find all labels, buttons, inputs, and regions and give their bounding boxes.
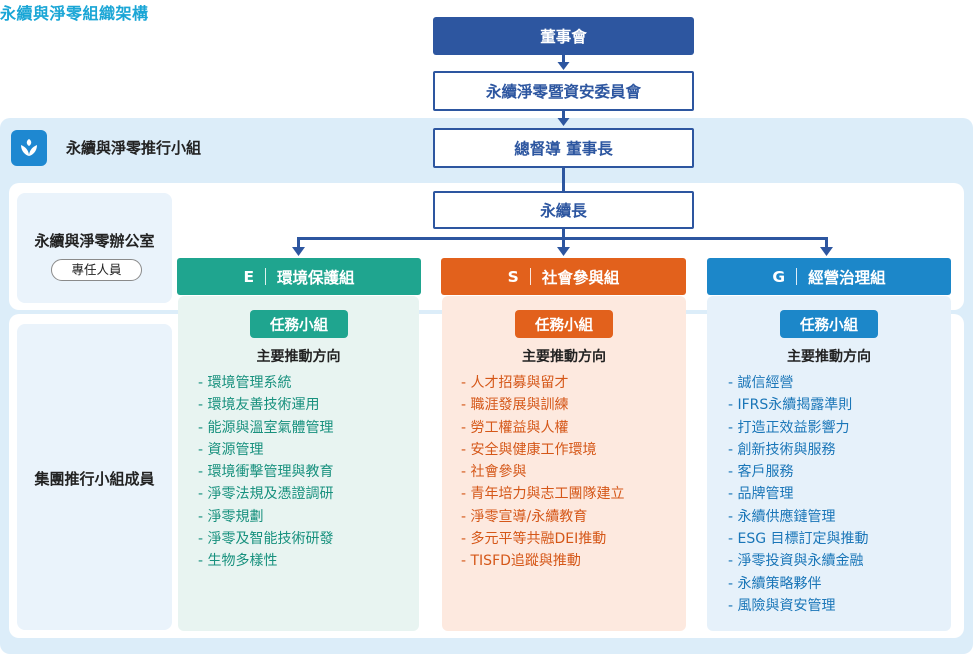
list-item: - 淨零法規及憑證調研 — [198, 486, 334, 503]
board-box: 董事會 — [433, 17, 694, 55]
list-item: - 風險與資安管理 — [728, 597, 836, 614]
group-e-letter: E — [243, 267, 255, 286]
group-g-items: - 誠信經營 - IFRS永續揭露準則 - 打造正效益影響力 - 創新技術與服務… — [728, 372, 869, 617]
list-item: - 環境友善技術運用 — [198, 397, 320, 414]
connector-to-e — [297, 237, 300, 249]
task-force-title: 永續與淨零推行小組 — [66, 139, 202, 157]
members-label: 集團推行小組成員 — [34, 470, 155, 488]
office-side-box — [17, 193, 172, 303]
group-g-direction: 主要推動方向 — [787, 349, 871, 365]
arrow-to-committee — [557, 62, 570, 70]
group-g-letter: G — [772, 267, 786, 286]
group-e-background — [178, 296, 419, 631]
office-label: 永續與淨零辦公室 — [34, 232, 155, 250]
cso-box: 永續長 — [433, 191, 694, 229]
list-item: - 多元平等共融DEI推動 — [461, 531, 607, 548]
group-s-letter: S — [507, 267, 519, 286]
list-item: - 淨零宣導/永續教育 — [461, 508, 588, 525]
list-item: - 淨零規劃 — [198, 508, 264, 525]
list-item: - 安全與健康工作環境 — [461, 441, 597, 458]
group-s-header: S 社會參與組 — [441, 258, 686, 295]
list-item: - 創新技術與服務 — [728, 441, 836, 458]
connector-to-g — [825, 237, 828, 249]
group-e-task-pill: 任務小組 — [250, 310, 348, 338]
group-s-items: - 人才招募與留才 - 職涯發展與訓練 - 勞工權益與人權 - 安全與健康工作環… — [461, 372, 625, 573]
supervisor-box: 總督導 董事長 — [433, 128, 694, 168]
group-s-direction: 主要推動方向 — [522, 349, 606, 365]
list-item: - IFRS永續揭露準則 — [728, 397, 853, 414]
list-item: - 誠信經營 — [728, 375, 794, 391]
group-g-task-pill: 任務小組 — [780, 310, 878, 338]
arrow-to-s — [557, 247, 570, 256]
group-g-name: 經營治理組 — [808, 268, 886, 287]
header-divider — [529, 268, 531, 285]
list-item: - ESG 目標訂定與推動 — [728, 531, 869, 548]
staff-pill: 專任人員 — [51, 259, 142, 281]
list-item: - 淨零投資與永續金融 — [728, 553, 864, 570]
group-s-background — [442, 296, 686, 631]
connector-supervisor-cso — [562, 168, 565, 191]
connector-board-committee — [562, 55, 565, 64]
list-item: - 社會參與 — [461, 464, 527, 481]
list-item: - 環境管理系統 — [198, 375, 292, 391]
list-item: - 職涯發展與訓練 — [461, 397, 569, 414]
list-item: - 客戶服務 — [728, 464, 794, 481]
members-side-box — [17, 324, 172, 630]
page-title: 永續與淨零組織架構 — [0, 4, 149, 23]
arrow-to-g — [820, 247, 833, 256]
list-item: - 資源管理 — [198, 441, 264, 458]
connector-committee-supervisor — [562, 111, 565, 120]
list-item: - 淨零及智能技術研發 — [198, 531, 334, 548]
group-g-header: G 經營治理組 — [707, 258, 951, 295]
list-item: - 永續供應鏈管理 — [728, 508, 836, 525]
list-item: - 品牌管理 — [728, 486, 794, 503]
list-item: - 青年培力與志工團隊建立 — [461, 486, 625, 503]
committee-box: 永續淨零暨資安委員會 — [433, 71, 694, 111]
header-divider — [265, 268, 267, 285]
group-s-task-pill: 任務小組 — [515, 310, 613, 338]
header-divider — [796, 268, 798, 285]
group-e-header: E 環境保護組 — [177, 258, 421, 295]
arrow-to-e — [292, 247, 305, 256]
list-item: - 永續策略夥伴 — [728, 575, 822, 592]
group-e-name: 環境保護組 — [277, 268, 355, 287]
list-item: - 勞工權益與人權 — [461, 419, 569, 436]
list-item: - 人才招募與留才 — [461, 375, 569, 391]
list-item: - 生物多樣性 — [198, 553, 278, 570]
group-s-name: 社會參與組 — [541, 268, 620, 287]
connector-horizontal — [297, 237, 828, 240]
group-g-background — [707, 296, 951, 631]
group-e-items: - 環境管理系統 - 環境友善技術運用 - 能源與溫室氣體管理 - 資源管理 -… — [198, 372, 334, 573]
list-item: - TISFD追蹤與推動 — [461, 553, 581, 570]
list-item: - 環境衝擊管理與教育 — [198, 464, 334, 481]
leaf-icon — [11, 130, 47, 166]
list-item: - 打造正效益影響力 — [728, 419, 850, 436]
arrow-to-supervisor — [557, 118, 570, 126]
list-item: - 能源與溫室氣體管理 — [198, 419, 334, 436]
group-e-direction: 主要推動方向 — [256, 349, 341, 365]
